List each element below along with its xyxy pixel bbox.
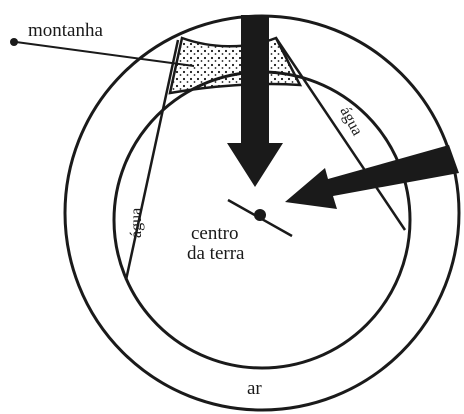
mountain-pointer-line	[16, 42, 194, 66]
center-point	[254, 209, 266, 221]
diagonal-arrow	[285, 145, 459, 209]
label-ar: ar	[247, 378, 262, 399]
label-agua-left: água	[128, 208, 145, 238]
mountain-pointer-dot	[10, 38, 18, 46]
water-left-line	[126, 40, 178, 280]
label-da-terra: da terra	[187, 243, 245, 264]
label-montanha: montanha	[28, 20, 103, 41]
label-centro: centro	[191, 223, 238, 244]
